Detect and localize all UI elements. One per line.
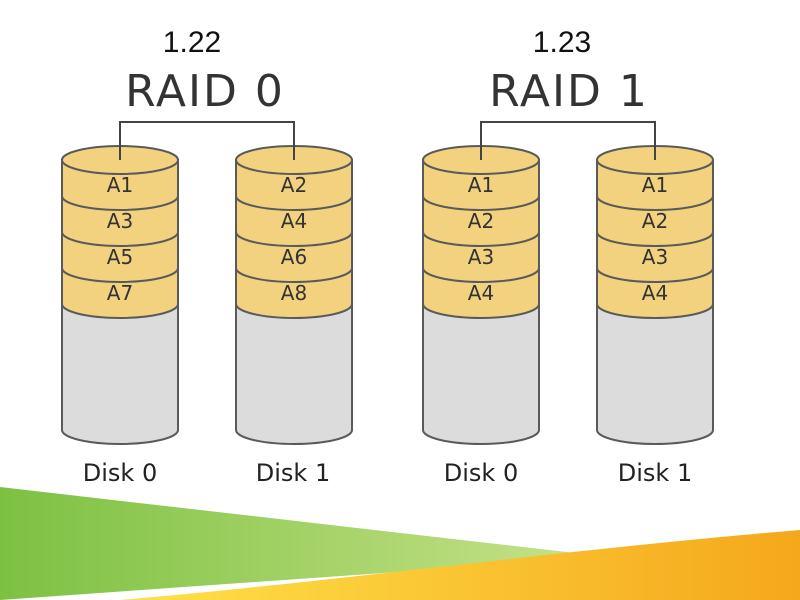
raid0-disk0-block-2-label: A5 — [107, 245, 133, 269]
raid1-disk0-empty-space — [422, 303, 540, 445]
raid1-disk0-label: Disk 0 — [443, 459, 519, 487]
raid0-disk0-empty-space — [61, 303, 179, 445]
raid1-disk1-label: Disk 1 — [617, 459, 693, 487]
raid0-disk1-label: Disk 1 — [255, 459, 331, 487]
raid1-number: 1.23 — [532, 26, 592, 59]
raid0-disk0-block-3-label: A7 — [107, 281, 133, 305]
raid1-disk0-block-0-label: A1 — [468, 173, 494, 197]
raid1-disk1-block-1-label: A2 — [642, 209, 668, 233]
yellow-swoosh — [120, 530, 800, 600]
green-swoosh — [0, 487, 610, 600]
decorative-swoosh — [0, 487, 800, 600]
raid1-title: RAID 1 — [489, 66, 649, 117]
raid0-number: 1.22 — [162, 26, 222, 59]
raid0-disk1-empty-space — [235, 303, 353, 445]
raid0-disk0-label: Disk 0 — [82, 459, 158, 487]
raid1-disk0-block-2-label: A3 — [468, 245, 494, 269]
raid1-disk1-block-2-label: A3 — [642, 245, 668, 269]
raid1-disk0-block-1-label: A2 — [468, 209, 494, 233]
raid0-disk1-block-0-label: A2 — [281, 173, 307, 197]
raid0-title: RAID 0 — [125, 66, 285, 117]
raid0-disk0-block-1-label: A3 — [107, 209, 133, 233]
raid0-disk0-block-0-label: A1 — [107, 173, 133, 197]
raid1-disk1-empty-space — [596, 303, 714, 445]
raid0-disk1-block-1-label: A4 — [281, 209, 307, 233]
raid1-disk1-block-3-label: A4 — [642, 281, 668, 305]
raid0-disk1-block-2-label: A6 — [281, 245, 307, 269]
raid0-disk1-block-3-label: A8 — [281, 281, 307, 305]
raid1-disk0-block-3-label: A4 — [468, 281, 494, 305]
raid1-disk1-block-0-label: A1 — [642, 173, 668, 197]
